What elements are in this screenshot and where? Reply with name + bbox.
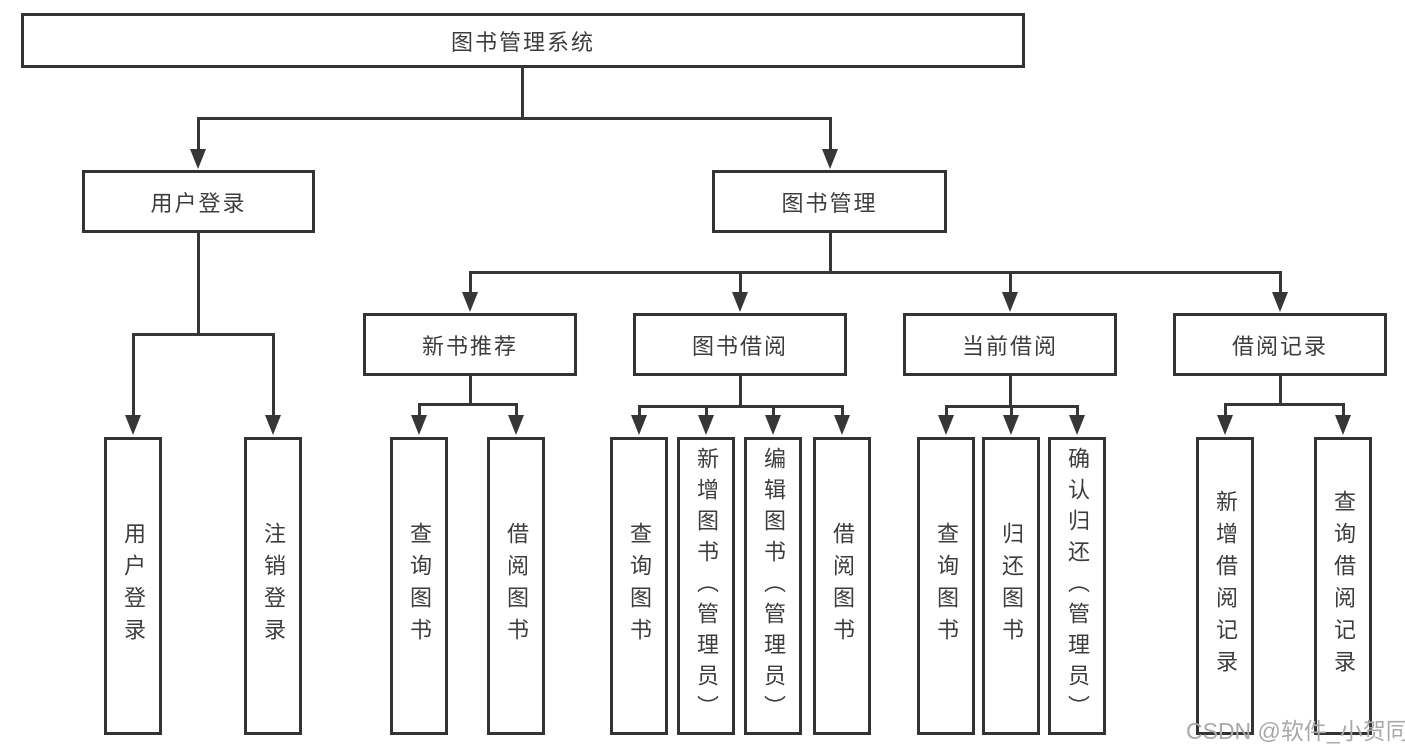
connector-records-stem: [1279, 376, 1282, 405]
leaf-logout: 注销登录: [244, 437, 302, 735]
arrow-down-icon: [631, 415, 647, 435]
arrow-down-icon: [1003, 415, 1019, 435]
connector-user-login-branch-2: [272, 333, 275, 419]
connector-root-stem: [521, 68, 524, 118]
connector-user-login-horizontal: [132, 333, 274, 336]
node-book-management: 图书管理: [712, 170, 947, 233]
connector-records-branch-2: [1342, 403, 1345, 419]
connector-recommend-branch-2: [515, 403, 518, 419]
connector-borrowing-branch-1: [638, 405, 641, 419]
watermark: CSDN @软件_小贺同学: [1186, 718, 1405, 744]
arrow-down-icon: [265, 415, 281, 435]
connector-user-login-branch-1: [132, 333, 135, 419]
connector-current-branch-2: [1010, 405, 1013, 419]
connector-recommend-branch-1: [418, 403, 421, 419]
connector-current-stem: [1009, 376, 1012, 407]
connector-user-login-stem: [197, 233, 200, 335]
connector-root-horizontal: [197, 117, 832, 120]
connector-book-mgmt-stem: [829, 233, 832, 273]
arrow-down-icon: [1217, 415, 1233, 435]
connector-borrowing-branch-3: [772, 405, 775, 419]
arrow-down-icon: [462, 292, 478, 312]
connector-borrowing-branch-4: [841, 405, 844, 419]
arrow-down-icon: [125, 415, 141, 435]
arrow-down-icon: [1272, 292, 1288, 312]
connector-book-mgmt-horizontal: [469, 271, 1281, 274]
leaf-borrowing-query-books: 查询图书: [610, 437, 668, 735]
node-book-borrowing: 图书借阅: [633, 313, 847, 376]
leaf-edit-books-admin: 编辑图书（管理员）: [744, 437, 802, 735]
arrow-down-icon: [732, 292, 748, 312]
leaf-user-login: 用户登录: [104, 437, 162, 735]
arrow-down-icon: [508, 415, 524, 435]
connector-root-branch-left: [197, 117, 200, 153]
arrow-down-icon: [834, 415, 850, 435]
connector-records-horizontal: [1224, 403, 1345, 406]
connector-records-branch-1: [1224, 403, 1227, 419]
leaf-recommend-query-books: 查询图书: [390, 437, 448, 735]
connector-borrowing-branch-2: [705, 405, 708, 419]
leaf-add-books-admin: 新增图书（管理员）: [677, 437, 735, 735]
leaf-query-borrow-record: 查询借阅记录: [1314, 437, 1372, 735]
node-current-borrowing: 当前借阅: [903, 313, 1117, 376]
arrow-down-icon: [1002, 292, 1018, 312]
arrow-down-icon: [938, 415, 954, 435]
connector-current-branch-3: [1076, 405, 1079, 419]
arrow-down-icon: [411, 415, 427, 435]
connector-book-mgmt-branch-2: [739, 271, 742, 295]
leaf-borrow-books: 借阅图书: [813, 437, 871, 735]
node-new-book-recommendation: 新书推荐: [363, 313, 577, 376]
node-borrowing-records: 借阅记录: [1173, 313, 1387, 376]
node-library-management-system: 图书管理系统: [21, 13, 1025, 68]
arrow-down-icon: [190, 149, 206, 169]
connector-borrowing-stem: [739, 376, 742, 407]
leaf-recommend-borrow-books: 借阅图书: [487, 437, 545, 735]
connector-recommend-horizontal: [418, 403, 518, 406]
node-user-login: 用户登录: [82, 170, 315, 233]
arrow-down-icon: [1335, 415, 1351, 435]
leaf-confirm-return-admin: 确认归还（管理员）: [1048, 437, 1106, 735]
leaf-return-books: 归还图书: [982, 437, 1040, 735]
arrow-down-icon: [1069, 415, 1085, 435]
connector-book-mgmt-branch-3: [1009, 271, 1012, 295]
leaf-add-borrow-record: 新增借阅记录: [1196, 437, 1254, 735]
arrow-down-icon: [698, 415, 714, 435]
connector-current-branch-1: [945, 405, 948, 419]
connector-borrowing-horizontal: [638, 405, 844, 408]
connector-book-mgmt-branch-1: [469, 271, 472, 295]
arrow-down-icon: [765, 415, 781, 435]
leaf-current-query-books: 查询图书: [917, 437, 975, 735]
connector-root-branch-right: [829, 117, 832, 153]
arrow-down-icon: [822, 149, 838, 169]
connector-recommend-stem: [469, 376, 472, 405]
connector-book-mgmt-branch-4: [1279, 271, 1282, 295]
